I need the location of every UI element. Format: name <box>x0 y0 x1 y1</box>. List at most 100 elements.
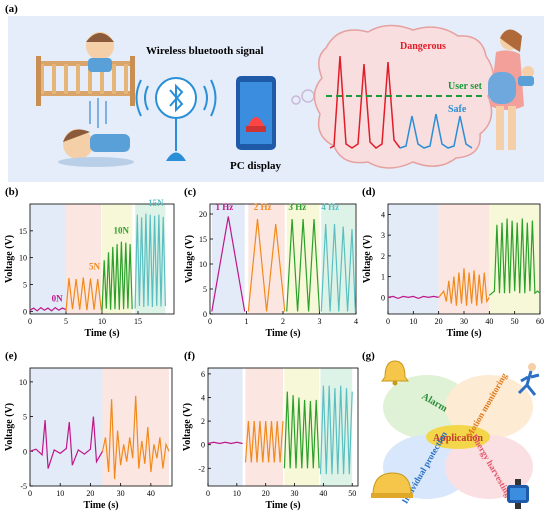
x-tick-label: 20 <box>86 489 94 498</box>
dangerous-label: Dangerous <box>400 41 446 52</box>
chart-f-xlabel: Time (s) <box>265 500 300 511</box>
x-tick-label: 15 <box>134 317 142 326</box>
x-tick-label: 2 <box>281 317 285 326</box>
chart-d-band-2 <box>489 204 540 314</box>
y-tick-label: 2 <box>381 252 385 261</box>
petal-energy <box>445 435 533 499</box>
dangerous-signal <box>329 55 401 149</box>
x-tick-label: 10 <box>56 489 64 498</box>
mother-illustration <box>488 29 534 150</box>
y-tick-label: 10 <box>199 260 207 269</box>
chart-d-series-2 <box>488 218 541 296</box>
application-label: Application <box>433 433 483 444</box>
y-tick-label: 5 <box>23 413 27 422</box>
y-tick-label: 0 <box>381 293 385 302</box>
y-tick-label: 10 <box>19 254 27 263</box>
y-tick-label: 4 <box>201 394 205 403</box>
chart-b-series-3 <box>134 213 166 309</box>
chart-e-ylabel: Voltage (V) <box>4 403 15 451</box>
y-tick-label: 0 <box>201 441 205 450</box>
fallen-baby-illustration <box>58 129 134 167</box>
y-tick-label: 3 <box>381 231 385 240</box>
panel-label-a: (a) <box>5 3 18 15</box>
x-tick-label: 0 <box>386 317 390 326</box>
y-tick-label: 10 <box>19 378 27 387</box>
x-tick-label: 10 <box>98 317 106 326</box>
x-tick-label: 5 <box>64 317 68 326</box>
crib-illustration <box>36 32 135 106</box>
phone-icon <box>236 76 276 150</box>
x-tick-label: 1 <box>245 317 249 326</box>
chart-c-xlabel: Time (s) <box>265 328 300 339</box>
chart-c-annotation-2: 3 Hz <box>288 202 306 212</box>
chart-c-series-1 <box>247 218 286 312</box>
chart-c-series-2 <box>286 218 321 312</box>
x-tick-label: 30 <box>117 489 125 498</box>
y-tick-label: 0 <box>23 307 27 316</box>
x-tick-label: 60 <box>536 317 544 326</box>
y-tick-label: 5 <box>23 280 27 289</box>
chart-e-series-0 <box>29 416 104 469</box>
x-tick-label: 0 <box>208 317 212 326</box>
bell-icon <box>381 360 409 386</box>
chart-f-frame <box>207 367 359 487</box>
chart-f-ylabel: Voltage (V) <box>182 403 193 451</box>
wireless-label: Wireless bluetooth signal <box>146 45 264 57</box>
chart-b-ylabel: Voltage (V) <box>4 235 15 283</box>
x-tick-label: 3 <box>318 317 322 326</box>
x-tick-label: 0 <box>28 317 32 326</box>
bluetooth-icon <box>135 77 217 161</box>
y-tick-label: 0 <box>23 447 27 456</box>
y-tick-label: 1 <box>381 273 385 282</box>
x-tick-label: 4 <box>354 317 358 326</box>
panel-g-diagram: Application Alarm Motion monitoring Indi… <box>371 360 540 509</box>
x-tick-label: 20 <box>435 317 443 326</box>
x-tick-label: 30 <box>460 317 468 326</box>
chart-d-band-0 <box>388 204 439 314</box>
chart-f-series-0 <box>207 441 243 445</box>
safe-signal <box>399 113 473 149</box>
helmet-icon <box>371 472 413 498</box>
x-tick-label: 40 <box>147 489 155 498</box>
application-center <box>426 425 490 449</box>
chart-c-annotation-3: 4 Hz <box>321 202 339 212</box>
chart-d-ylabel: Voltage (V) <box>362 235 373 283</box>
y-tick-label: 0 <box>203 310 207 319</box>
x-tick-label: 50 <box>511 317 519 326</box>
chart-c-band-0 <box>211 204 245 314</box>
chart-b-series-1 <box>65 277 102 312</box>
chart-b-series-2 <box>101 241 133 312</box>
x-tick-label: 0 <box>28 489 32 498</box>
panel-label-c: (c) <box>184 186 197 198</box>
panel-label-f: (f) <box>184 350 195 362</box>
chart-b-series-0 <box>29 306 67 312</box>
petal-alarm <box>383 375 471 439</box>
safe-label: Safe <box>448 104 467 115</box>
chart-f-series-1 <box>244 421 284 463</box>
chart-b-annotation-1: 5N <box>89 261 101 271</box>
panel-label-e: (e) <box>5 350 18 362</box>
chart-f-series-2 <box>283 391 320 469</box>
pc-display-label: PC display <box>230 160 282 172</box>
x-tick-label: 20 <box>262 489 270 498</box>
chart-c-annotation-1: 2 Hz <box>254 202 272 212</box>
chart-c-series-3 <box>320 223 356 312</box>
y-tick-label: 5 <box>203 285 207 294</box>
chart-b-annotation-3: 15N <box>148 198 164 208</box>
runner-icon <box>517 363 540 396</box>
panel-a-illustration: Wireless bluetooth signal PC display Dan… <box>36 24 534 172</box>
y-tick-label: 20 <box>199 210 207 219</box>
x-tick-label: 0 <box>206 489 210 498</box>
y-tick-label: -5 <box>20 482 27 491</box>
chart-b-xlabel: Time (s) <box>84 328 119 339</box>
smartwatch-icon <box>507 479 529 509</box>
petal-motion <box>445 375 533 439</box>
chart-b-annotation-2: 10N <box>114 226 130 236</box>
x-tick-label: 40 <box>485 317 493 326</box>
chart-b-annotation-0: 0N <box>52 294 64 304</box>
chart-f-series-3 <box>319 385 353 475</box>
